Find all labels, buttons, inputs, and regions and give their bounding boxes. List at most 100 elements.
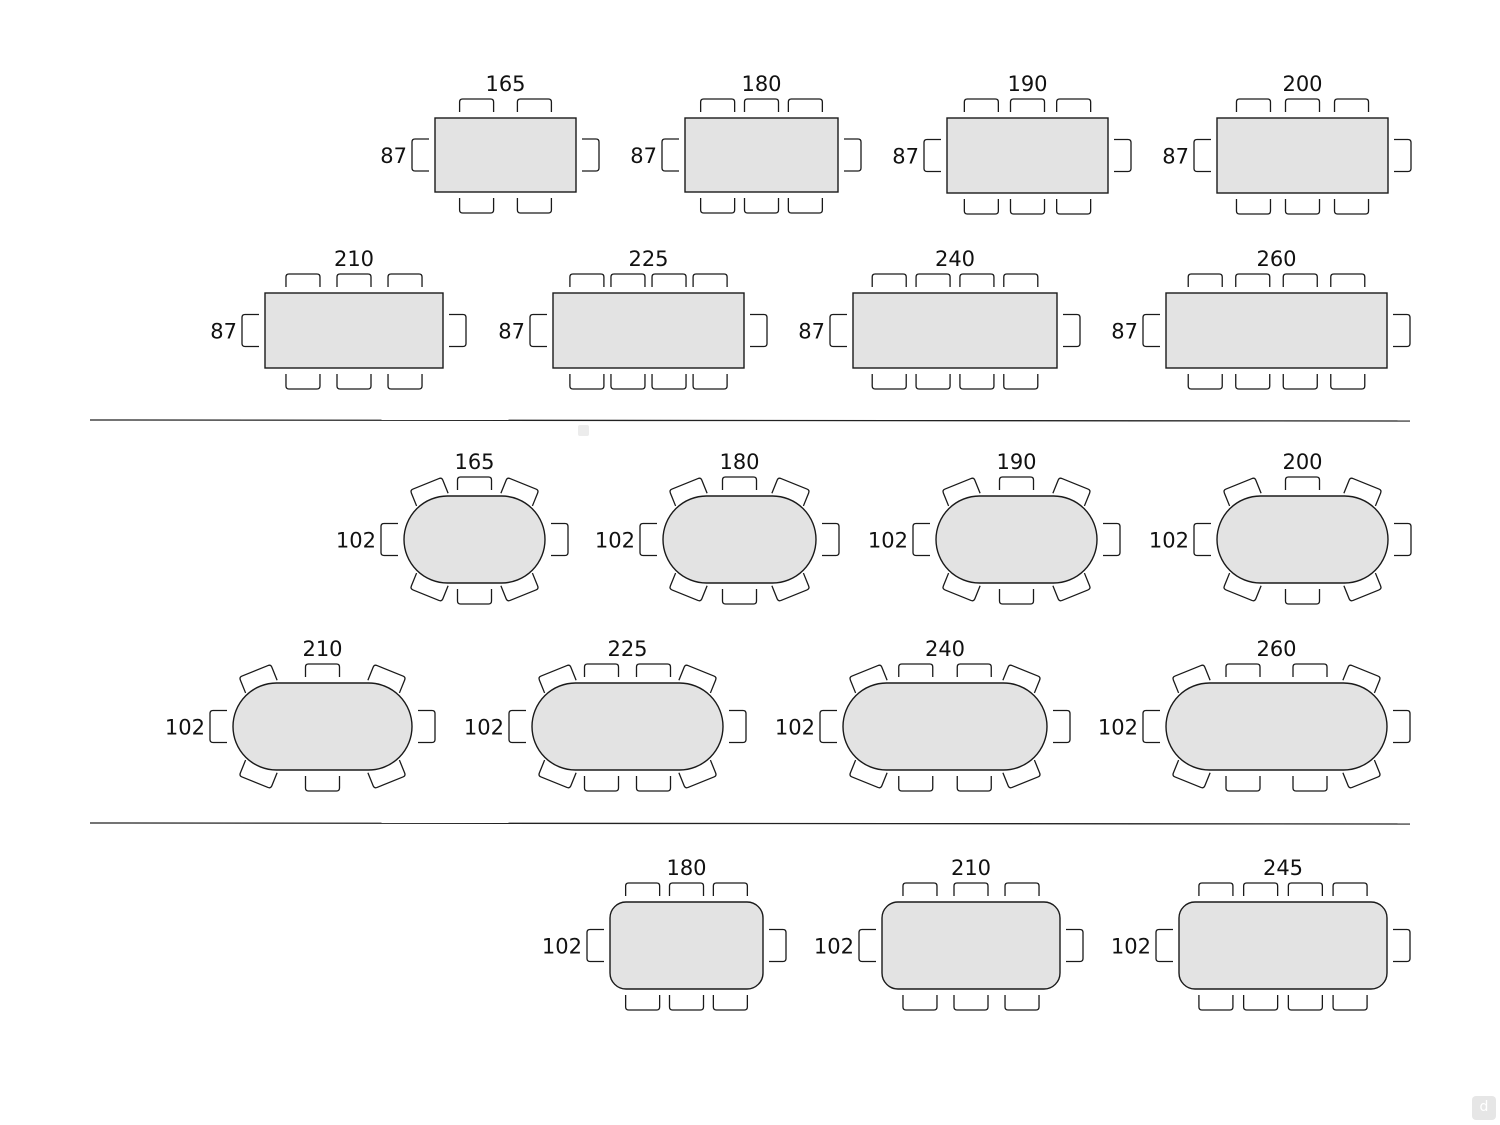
chair-left	[411, 138, 429, 172]
chair-bottom	[336, 374, 372, 390]
chair-right	[844, 138, 862, 172]
chair-bottom	[871, 374, 907, 390]
chair-bottom	[1333, 199, 1370, 215]
table-length-label: 180	[666, 856, 706, 880]
chair-left	[1193, 138, 1211, 173]
table-width-label: 87	[1162, 145, 1189, 169]
chair-corner	[669, 572, 708, 602]
chair-bottom	[787, 198, 824, 214]
chair-corner-outline	[1343, 477, 1382, 507]
chair-bottom	[285, 374, 321, 390]
table-width-label: 87	[892, 145, 919, 169]
chair-top	[387, 273, 423, 287]
chair-top	[1235, 273, 1271, 287]
chair-top	[871, 273, 907, 287]
table-length-label: 190	[1007, 72, 1047, 96]
chair-corner	[669, 477, 708, 507]
table-length-label: 210	[951, 856, 991, 880]
chair-corner-outline	[538, 664, 577, 694]
table-top	[531, 682, 724, 771]
chair-left	[923, 138, 941, 173]
chair-left	[661, 138, 679, 172]
chair-top	[898, 663, 934, 677]
chair-top	[1333, 98, 1370, 112]
chair-corner	[1342, 664, 1381, 694]
chair-bottom	[956, 776, 992, 792]
chair-top	[1235, 98, 1272, 112]
chair-right	[551, 522, 569, 557]
chair-top	[1009, 98, 1046, 112]
chair-corner	[1172, 759, 1211, 789]
chair-bottom	[692, 374, 728, 390]
chair-corner-outline	[1223, 572, 1262, 602]
table-length-label: 225	[628, 247, 668, 271]
chair-top	[1332, 882, 1368, 896]
table-length-label: 200	[1282, 72, 1322, 96]
chair-top	[668, 882, 705, 896]
table-length-label: 165	[485, 72, 525, 96]
table-top	[609, 901, 764, 990]
chair-corner-outline	[538, 759, 577, 789]
stray-dot	[578, 425, 589, 436]
table-width-label: 102	[775, 716, 815, 740]
chair-corner	[500, 477, 539, 507]
chair-corner	[1002, 759, 1041, 789]
table-length-label: 210	[334, 247, 374, 271]
chair-corner-outline	[771, 477, 810, 507]
chair-left	[1155, 928, 1173, 963]
chair-top	[953, 882, 989, 896]
chair-left	[380, 522, 398, 557]
table-top	[935, 495, 1098, 584]
chair-top	[336, 273, 372, 287]
chair-top	[1004, 882, 1040, 896]
chair-top	[699, 98, 736, 112]
chair-top	[1003, 273, 1039, 287]
chair-bottom	[712, 995, 749, 1011]
table-top	[232, 682, 413, 771]
chair-top	[956, 663, 992, 677]
table-length-label: 200	[1282, 450, 1322, 474]
chair-bottom	[651, 374, 687, 390]
table-width-label: 102	[542, 935, 582, 959]
table-top	[881, 901, 1061, 990]
table-width-label: 102	[165, 716, 205, 740]
chair-right	[1063, 313, 1081, 348]
chair-corner	[849, 664, 888, 694]
table-width-label: 87	[498, 320, 525, 344]
chair-top	[1225, 663, 1261, 677]
chair-corner	[1052, 572, 1091, 602]
chair-corner-outline	[942, 477, 981, 507]
chair-corner	[678, 759, 717, 789]
table-length-label: 240	[935, 247, 975, 271]
chair-top	[1198, 882, 1234, 896]
table-width-label: 87	[630, 144, 657, 168]
table-length-label: 245	[1263, 856, 1303, 880]
table-length-label: 260	[1256, 637, 1296, 661]
chair-bottom	[1235, 199, 1272, 215]
chair-corner	[771, 477, 810, 507]
chair-left	[1142, 313, 1160, 348]
chair-bottom	[1330, 374, 1366, 390]
chair-corner-outline	[1342, 759, 1381, 789]
chair-bottom	[1332, 995, 1368, 1011]
table-width-label: 102	[868, 529, 908, 553]
chair-left	[858, 928, 876, 963]
table-width-label: 87	[210, 320, 237, 344]
chair-corner	[239, 759, 278, 789]
chair-corner	[1172, 664, 1211, 694]
chair-bottom	[959, 374, 995, 390]
chair-top	[902, 882, 938, 896]
chair-bottom	[699, 198, 736, 214]
chair-bottom	[915, 374, 951, 390]
chair-bottom	[516, 198, 553, 214]
chair-corner	[1052, 477, 1091, 507]
table-length-label: 180	[719, 450, 759, 474]
chair-top	[610, 273, 646, 287]
chair-bottom	[1292, 776, 1328, 792]
table-top	[1216, 495, 1389, 584]
chair-top	[1242, 882, 1279, 896]
chair-bottom	[902, 995, 938, 1011]
table-width-label: 87	[798, 320, 825, 344]
table-top	[1165, 682, 1388, 771]
table-length-label: 210	[302, 637, 342, 661]
